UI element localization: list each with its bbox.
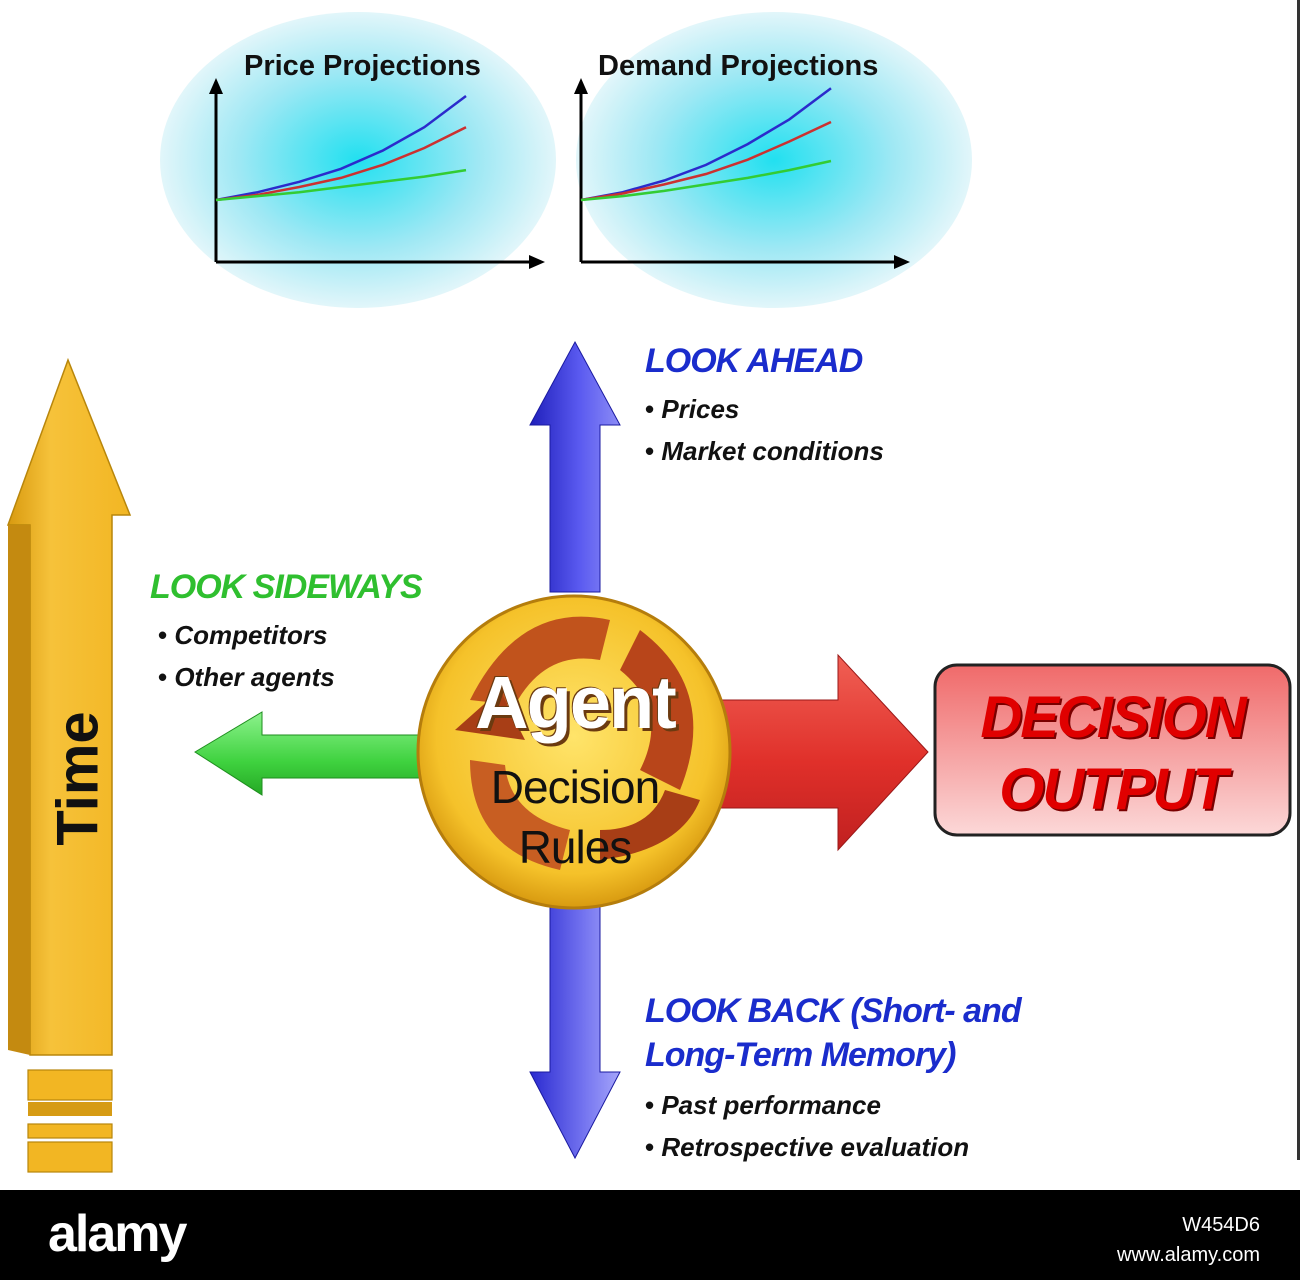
footer-id-text: W454D6 [1182,1214,1260,1236]
agent-title: Agent [475,661,677,744]
diagram-graphics [6,12,1292,1173]
look-back-item: Retrospective evaluation [645,1126,969,1168]
time-arrow [6,357,132,1173]
y-axis-arrowhead [574,78,588,94]
look-sideways-list: Competitors Other agents [158,614,335,698]
y-axis-arrowhead [209,78,223,94]
projection-series-line-2 [580,120,832,202]
footer-image-id: W454D6 www.alamy.com [1117,1210,1260,1270]
footer-site-text: www.alamy.com [1117,1244,1260,1266]
projection-series-line-2 [215,126,467,202]
look-back-arrow [529,904,621,1160]
price-chart-title: Price Projections [244,50,481,82]
agent-subtitle-line2: Rules [518,821,633,873]
decision-output-line1: DECISION [980,685,1246,750]
look-ahead-heading: LOOK AHEAD [645,342,863,380]
demand-bubble [576,12,972,308]
x-axis-arrowhead [529,255,545,269]
demand-projection-chart [574,78,910,269]
look-back-item: Past performance [645,1084,969,1126]
frame-border [1297,0,1300,1160]
look-sideways-item: Other agents [158,656,334,698]
demand-chart-title: Demand Projections [598,50,879,82]
look-sideways-arrow [194,711,441,796]
watermark-footer: alamy W454D6 www.alamy.com [0,1190,1300,1280]
x-axis-arrowhead [894,255,910,269]
look-ahead-list: Prices Market conditions [645,388,884,472]
look-ahead-item: Market conditions [645,430,883,472]
projection-series-line-3 [580,159,832,202]
diagram-canvas: Price Projections Demand Projections LOO… [0,0,1300,1190]
projection-series-line-3 [215,168,467,202]
projection-series-line-1 [215,94,467,202]
time-label: Time [45,711,111,846]
look-sideways-item: Competitors [158,614,335,656]
decision-output-box [933,663,1292,837]
look-back-heading-line2: Long-Term Memory) [645,1036,956,1074]
agent-disc [416,594,732,910]
footer-brand: alamy [48,1205,187,1263]
price-chart-plot [209,78,545,269]
look-back-list: Past performance Retrospective evaluatio… [645,1084,969,1168]
look-sideways-heading: LOOK SIDEWAYS [150,568,423,606]
decision-output-arrow [717,653,929,852]
price-projection-chart [209,78,545,269]
agent-subtitle-line1: Decision [490,761,660,813]
demand-chart-plot [574,78,910,269]
price-bubble [160,12,556,308]
look-ahead-arrow [529,340,621,593]
projection-series-line-1 [580,87,832,202]
look-ahead-item: Prices [645,388,884,430]
decision-output-line2: OUTPUT [999,757,1227,822]
look-back-heading-line1: LOOK BACK (Short- and [645,992,1022,1030]
